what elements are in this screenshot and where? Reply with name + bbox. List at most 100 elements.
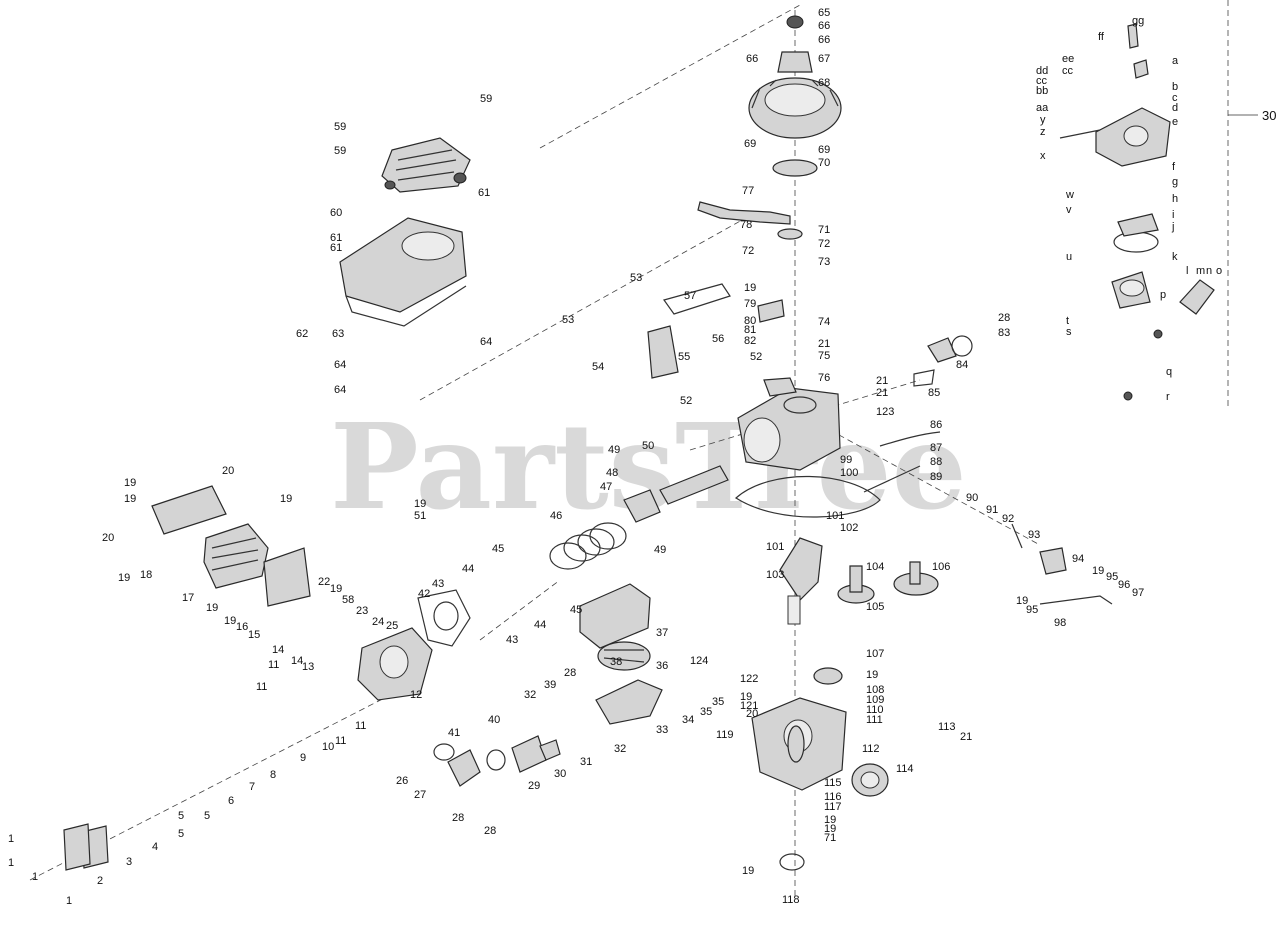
part-callout: 11	[335, 735, 346, 747]
part-callout: 115	[824, 777, 842, 789]
part-callout: 71	[818, 224, 830, 236]
part-callout: 45	[570, 604, 582, 616]
part-callout: s	[1066, 326, 1072, 338]
part-callout: 59	[334, 121, 346, 133]
part-callout: 106	[932, 561, 950, 573]
part-callout: y	[1040, 114, 1046, 126]
part-callout: 2	[97, 875, 103, 887]
part-callout: z	[1040, 126, 1046, 138]
part-callout: 66	[818, 20, 830, 32]
part-callout: 71	[824, 832, 836, 844]
part-callout: 1	[66, 895, 72, 907]
part-callout: 21	[960, 731, 972, 743]
part-callout: 122	[740, 673, 758, 685]
part-callout: 36	[656, 660, 668, 672]
part-callout: 101	[766, 541, 784, 553]
part-callout: l	[1186, 265, 1188, 277]
part-callout: 102	[840, 522, 858, 534]
part-callout: 19	[744, 282, 756, 294]
part-callout: 11	[256, 681, 267, 693]
part-callout: 15	[248, 629, 260, 641]
part-callout: w	[1065, 189, 1074, 201]
part-callout: 121	[740, 700, 758, 712]
part-callout: j	[1171, 221, 1174, 233]
part-callout: 95	[1026, 604, 1038, 616]
part-callout: 101	[826, 510, 844, 522]
part-callout: ee	[1062, 53, 1074, 65]
part-callout: o	[1216, 265, 1222, 277]
part-callout: a	[1172, 55, 1179, 67]
part-callout: 61	[330, 232, 342, 244]
part-callout: 98	[1054, 617, 1066, 629]
part-callout: 19	[824, 814, 836, 826]
governor-linkage	[863, 431, 1113, 605]
part-callout: 112	[862, 743, 880, 755]
part-callout: 6	[228, 795, 234, 807]
part-callout: 100	[840, 467, 858, 479]
part-callout: 53	[630, 272, 642, 284]
part-callout: 53	[562, 314, 574, 326]
part-callout: 88	[930, 456, 942, 468]
part-callout: 28	[564, 667, 576, 679]
part-callout: 10	[322, 741, 334, 753]
part-callout: m	[1196, 265, 1205, 277]
part-callout: h	[1172, 193, 1178, 205]
part-callout: 103	[766, 569, 784, 581]
part-callout: 40	[488, 714, 500, 726]
part-callout: 64	[334, 384, 346, 396]
part-callout: 95	[1106, 571, 1118, 583]
part-callout: 52	[750, 351, 762, 363]
part-callout: 19	[280, 493, 292, 505]
part-callout: 21	[876, 387, 888, 399]
part-callout: 94	[1072, 553, 1084, 565]
part-callout: 67	[818, 53, 830, 65]
blower-housing	[339, 217, 467, 327]
part-callout: 99	[840, 454, 852, 466]
part-callout: 66	[746, 53, 758, 65]
part-callout: 29	[528, 780, 540, 792]
part-callout: 69	[744, 138, 756, 150]
part-callout: 1	[32, 871, 38, 883]
part-callout: q	[1166, 366, 1172, 378]
part-callout: 97	[1132, 587, 1144, 599]
part-callout: 49	[654, 544, 666, 556]
part-callout: 42	[418, 588, 430, 600]
part-callout: 19	[330, 583, 342, 595]
part-callout: 45	[492, 543, 504, 555]
part-callout: 17	[182, 592, 194, 604]
part-callout: 92	[1002, 513, 1014, 525]
part-callout: 52	[680, 395, 692, 407]
part-callout: 69	[818, 144, 830, 156]
part-callout: e	[1172, 116, 1178, 128]
part-callout: 34	[682, 714, 694, 726]
part-callout: 27	[414, 789, 426, 801]
part-callout: 84	[956, 359, 968, 371]
part-callout: 50	[642, 440, 654, 452]
part-callout: g	[1172, 176, 1178, 188]
part-callout: k	[1172, 251, 1178, 263]
part-callout: v	[1066, 204, 1072, 216]
part-callout: 81	[744, 324, 756, 336]
part-callout: 70	[818, 157, 830, 169]
part-callout: 85	[928, 387, 940, 399]
part-callout: 57	[684, 290, 696, 302]
part-callout: 47	[600, 481, 612, 493]
part-callout: 28	[998, 312, 1010, 324]
part-callout: 8	[270, 769, 276, 781]
part-callout: 108	[866, 684, 884, 696]
part-callout: 83	[998, 327, 1010, 339]
part-callout: bb	[1036, 85, 1048, 97]
part-callout: 48	[606, 467, 618, 479]
part-callout: 19	[824, 823, 836, 835]
part-callout: 76	[818, 372, 830, 384]
oil-sump	[751, 667, 889, 871]
part-callout: 123	[876, 406, 894, 418]
part-callout: 25	[386, 620, 398, 632]
part-callout: 46	[550, 510, 562, 522]
part-callout: 110	[866, 704, 884, 716]
part-callout: ff	[1098, 31, 1105, 43]
part-callout: 32	[614, 743, 626, 755]
part-callout: 19	[866, 669, 878, 681]
part-callout: 21	[876, 375, 888, 387]
